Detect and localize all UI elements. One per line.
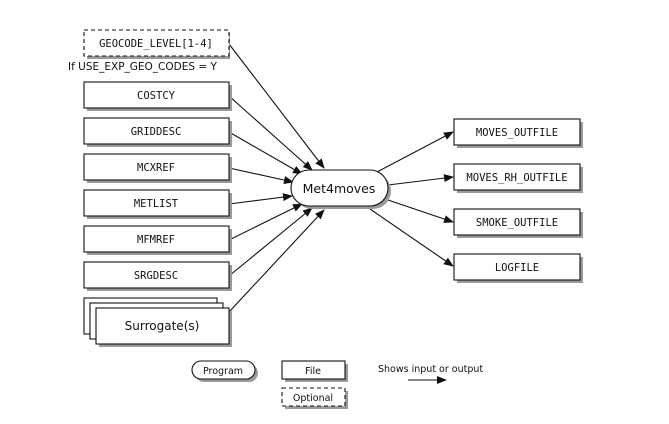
input-file-metlist: METLIST [83, 189, 232, 219]
output-file-moves-rh-outfile: MOVES_RH_OUTFILE [453, 163, 583, 193]
output-label-logfile: LOGFILE [495, 262, 539, 274]
input-label-mcxref: MCXREF [137, 162, 175, 174]
arrow-moves-outfile [376, 131, 454, 173]
arrow-srgdesc [228, 207, 313, 277]
arrow-logfile [369, 208, 454, 267]
input-file-costcy: COSTCY [83, 81, 232, 111]
surrogates-label: Surrogate(s) [125, 319, 200, 333]
arrow-metlist [228, 193, 293, 205]
arrow-costcy [228, 95, 313, 171]
arrow-geocode [228, 43, 325, 169]
output-arrows [369, 131, 454, 267]
legend-file: File [281, 360, 348, 382]
output-file-smoke-outfile: SMOKE_OUTFILE [453, 208, 583, 238]
input-label-metlist: METLIST [134, 198, 179, 210]
input-arrows [228, 43, 325, 313]
input-file-surrogates-stack: Surrogate(s) [83, 297, 232, 347]
geocode-label: GEOCODE_LEVEL[1-4] [99, 38, 213, 50]
legend-file-label: File [305, 366, 321, 377]
output-label-moves-rh-outfile: MOVES_RH_OUTFILE [466, 172, 567, 184]
arrow-moves-rh-outfile [387, 174, 454, 186]
program-met4moves: Met4moves [290, 169, 391, 209]
input-label-mfmref: MFMREF [137, 234, 175, 246]
output-label-smoke-outfile: SMOKE_OUTFILE [476, 217, 558, 229]
arrow-griddesc [228, 131, 303, 175]
legend-optional-label: Optional [293, 393, 333, 404]
legend-program-label: Program [203, 366, 243, 377]
legend-program: Program [191, 360, 258, 382]
input-label-costcy: COSTCY [137, 90, 176, 102]
input-file-mcxref: MCXREF [83, 153, 232, 183]
optional-input-geocode: GEOCODE_LEVEL[1-4] [83, 29, 230, 59]
input-file-mfmref: MFMREF [83, 225, 232, 255]
arrow-surrogates [228, 209, 325, 313]
input-label-griddesc: GRIDDESC [131, 126, 182, 138]
output-label-moves-outfile: MOVES_OUTFILE [476, 127, 558, 139]
arrow-smoke-outfile [387, 199, 454, 223]
legend-arrow-label: Shows input or output [378, 364, 483, 375]
legend-optional: Optional [281, 387, 348, 409]
output-file-moves-outfile: MOVES_OUTFILE [453, 118, 583, 148]
optional-condition-text: If USE_EXP_GEO_CODES = Y [68, 61, 218, 73]
legend-arrow: Shows input or output [378, 364, 483, 384]
legend: Program File Optional Shows input or out… [191, 360, 483, 409]
input-label-srgdesc: SRGDESC [134, 270, 178, 282]
arrow-mfmref [228, 203, 303, 241]
output-file-logfile: LOGFILE [453, 253, 583, 283]
arrow-mcxref [228, 167, 294, 184]
input-file-griddesc: GRIDDESC [83, 117, 232, 147]
input-file-srgdesc: SRGDESC [83, 261, 232, 291]
program-label: Met4moves [303, 181, 376, 196]
